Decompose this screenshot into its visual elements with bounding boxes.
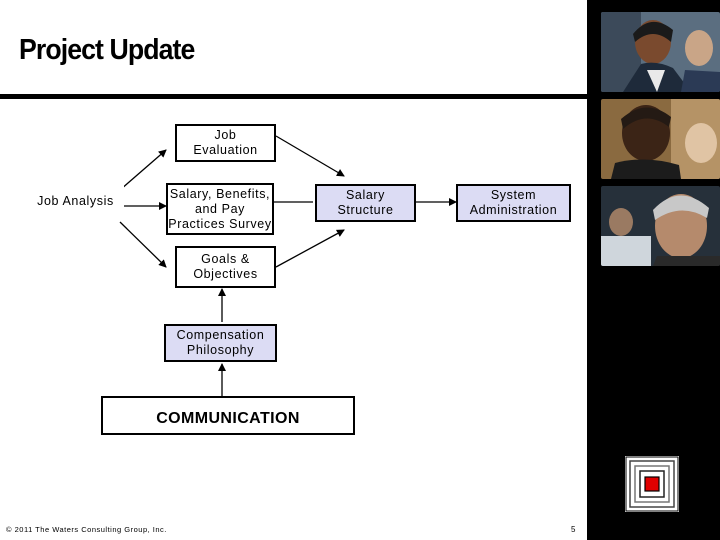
- logo-square-icon: [625, 456, 679, 512]
- title-underline: [0, 94, 587, 99]
- node-communication: COMMUNICATION: [101, 396, 355, 435]
- footer-copyright: © 2011 The Waters Consulting Group, Inc.: [6, 525, 167, 534]
- flow-connectors: [119, 135, 457, 396]
- node-salary-structure: Salary Structure: [315, 184, 416, 222]
- page-title: Project Update: [19, 34, 195, 66]
- node-job-evaluation: Job Evaluation: [175, 124, 276, 162]
- node-system-administration: System Administration: [456, 184, 571, 222]
- photo-woman-laughing: [601, 12, 720, 92]
- node-goals-objectives: Goals & Objectives: [175, 246, 276, 288]
- node-compensation-philosophy: Compensation Philosophy: [164, 324, 277, 362]
- node-job-analysis: Job Analysis: [27, 183, 124, 219]
- photo-man-gray-hair: [601, 186, 720, 266]
- node-salary-survey: Salary, Benefits, and Pay Practices Surv…: [166, 183, 274, 235]
- page-number: 5: [571, 525, 576, 534]
- photo-man-dark: [601, 99, 720, 179]
